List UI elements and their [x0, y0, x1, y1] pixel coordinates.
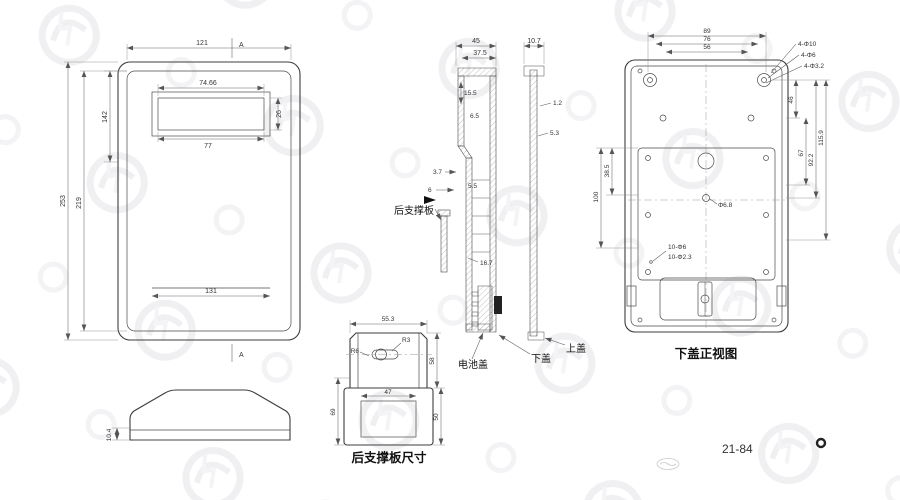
part-number: 21-84: [722, 442, 753, 456]
callout-holes2: 4-Φ6: [801, 52, 816, 59]
dim-d8: 16.7: [480, 260, 493, 267]
dim-d7: 5.3: [550, 130, 559, 137]
dim-bracket-h2: 50: [433, 413, 440, 421]
dim-bracket-h3: 69: [330, 408, 337, 416]
dim-bracket-w: 55.3: [382, 316, 395, 323]
dim-r-small: R3: [402, 337, 411, 344]
callout-holes1: 4-Φ10: [798, 41, 817, 48]
dim-window-inner-width: 77: [204, 143, 212, 150]
dim-l2: 100: [593, 191, 600, 202]
dim-d1: 15.5: [464, 90, 477, 97]
dim-bottom-width: 131: [205, 288, 217, 295]
section-rear-plate: [437, 209, 451, 273]
section-marker-bottom: A: [239, 352, 244, 359]
front-view: 121 A A 74.66 77 26 142 219 253: [60, 38, 301, 362]
bottom-cover-view: 89 76 56 4-Φ10 4-Φ6 4-Φ3.2 46 67 92.2 11…: [593, 28, 830, 361]
callout-center-hole: Φ6.8: [718, 202, 733, 209]
stamp-mark: [656, 458, 680, 470]
label-lower-cover: 下盖: [531, 352, 551, 365]
callout-holes3: 4-Φ3.2: [804, 63, 824, 70]
dim-inner-depth: 37.5: [473, 50, 487, 57]
dim-l1: 38.5: [604, 164, 611, 177]
dim-r1: 46: [788, 96, 795, 104]
dim-bracket-inner-w: 47: [384, 389, 392, 396]
dim-d5: 5.5: [468, 183, 477, 190]
section-upper-cover: [523, 65, 545, 341]
section-battery-cover: [471, 285, 493, 331]
dim-inner-height: 219: [76, 197, 83, 209]
dim-overall-width: 121: [196, 40, 208, 47]
callout-holes5: 10-Φ2.3: [668, 254, 692, 261]
dim-upper-cover-depth: 10.7: [527, 38, 541, 45]
connector-block: [494, 296, 502, 314]
dim-w3: 56: [703, 44, 711, 51]
bracket-title: 后支撑板尺寸: [351, 450, 427, 465]
dim-overall-depth: 45: [472, 38, 480, 45]
label-battery-cover: 电池盖: [458, 358, 488, 371]
dim-w1: 89: [703, 28, 711, 35]
profile-view: 10.4: [106, 389, 291, 441]
section-marker-top: A: [239, 42, 244, 49]
dim-bracket-h1: 58: [429, 357, 436, 365]
dim-d2: 6.5: [470, 113, 479, 120]
dim-upper-left: 142: [102, 111, 109, 123]
dim-window-width: 74.66: [199, 80, 217, 87]
label-rear-plate: 后支撑板: [394, 204, 434, 217]
label-upper-cover: 上盖: [566, 342, 586, 355]
pointer-arrow-icon: [424, 196, 436, 204]
dim-d6: 1.2: [553, 100, 562, 107]
dim-d4: 6: [428, 187, 432, 194]
dim-base-lip: 10.4: [106, 428, 113, 441]
dim-window-height: 26: [276, 110, 283, 118]
section-views: 45 37.5 10.7 15.5 6.5 3.7 6 5.5 1.2 5.3 …: [394, 38, 586, 371]
dim-d3: 3.7: [433, 169, 442, 176]
dim-r4: 115.9: [818, 130, 825, 146]
grommet-mark: [815, 437, 827, 449]
dim-r2: 67: [798, 149, 805, 157]
bottom-cover-title: 下盖正视图: [675, 346, 738, 361]
callout-holes4: 10-Φ6: [668, 244, 687, 251]
dim-r-big: R6: [351, 348, 360, 355]
dim-r3: 92.2: [808, 153, 815, 166]
dim-overall-height: 253: [60, 195, 67, 207]
dim-w2: 76: [703, 36, 711, 43]
bracket-view: 55.3 R3 R6 47 58 50 69 后支撑板尺寸: [330, 316, 445, 465]
